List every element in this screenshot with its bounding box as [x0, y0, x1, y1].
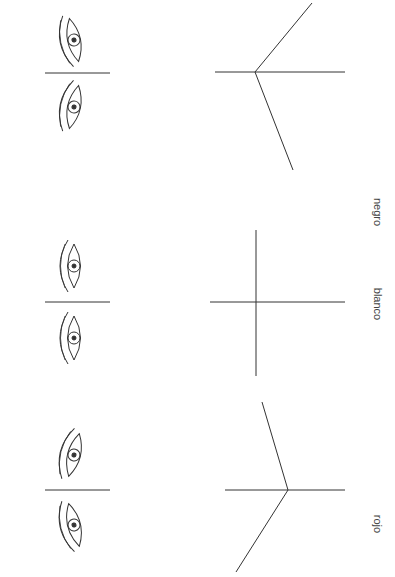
- eye-drawing: [60, 312, 81, 364]
- eye-drawing: [55, 79, 86, 134]
- eye-drawing: [55, 13, 86, 68]
- gaze-line: [255, 3, 312, 72]
- gaze-line: [236, 490, 288, 572]
- divider-line: [45, 73, 110, 74]
- axis-line: [225, 490, 345, 491]
- eye-drawing: [54, 498, 86, 553]
- gaze-line: [255, 72, 293, 170]
- color-label: blanco: [372, 288, 384, 320]
- label-holder: rojo: [369, 514, 387, 532]
- gaze-line: [262, 402, 288, 490]
- gaze-line: [256, 230, 257, 376]
- color-label: negro: [372, 198, 384, 226]
- label-holder: blanco: [362, 294, 394, 312]
- divider-line: [45, 302, 110, 303]
- divider-line: [45, 490, 110, 491]
- axis-line: [210, 302, 345, 303]
- eye-drawing: [60, 240, 81, 292]
- axis-line: [215, 72, 345, 73]
- color-label: rojo: [372, 515, 384, 533]
- label-holder: negro: [364, 202, 392, 220]
- eye-drawing: [54, 426, 86, 481]
